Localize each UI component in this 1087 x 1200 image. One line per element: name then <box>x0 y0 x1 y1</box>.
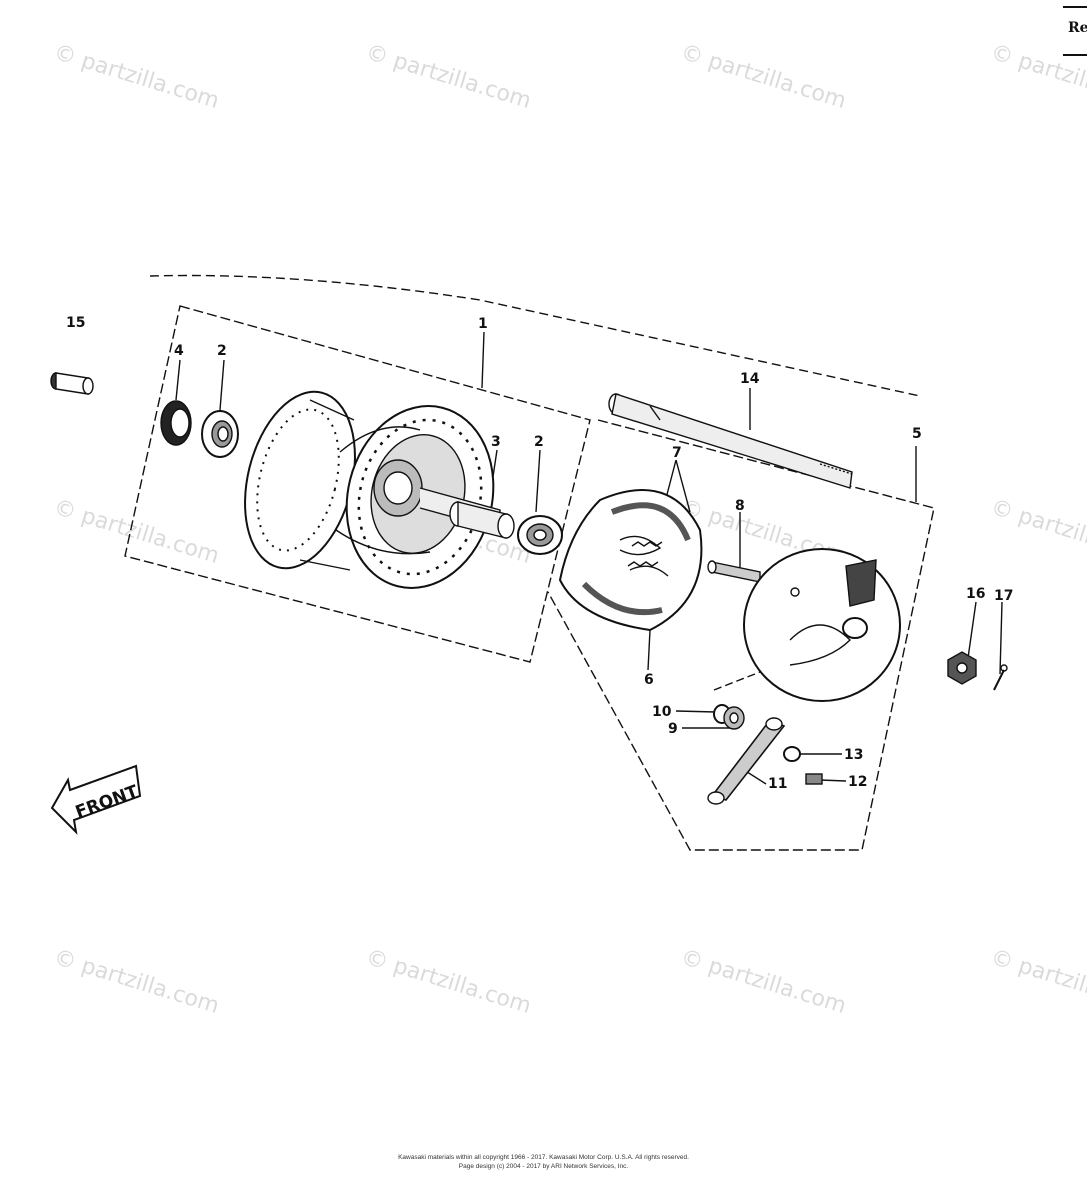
axle-centerline <box>713 671 761 691</box>
callout-label: 11 <box>768 776 787 792</box>
callout-label: 5 <box>912 426 922 442</box>
spacer-collar-part-15 <box>50 372 94 395</box>
copyright-line-1: Kawasaki materials within all copyright … <box>398 1154 689 1161</box>
hub-assembly-frame <box>124 305 591 663</box>
bolt-part-12 <box>805 773 823 785</box>
corner-tab-line-bottom <box>1063 54 1087 56</box>
callout-label: 17 <box>994 588 1013 604</box>
wheel-hub-part-1 <box>244 390 501 589</box>
callout-label: 13 <box>844 747 863 763</box>
leader-line-1 <box>481 331 485 389</box>
leader-line-2b <box>535 449 541 513</box>
callout-label: 1 <box>478 316 488 332</box>
axle-nut-part-16 <box>947 651 977 685</box>
return-spring-part-7 <box>627 541 663 567</box>
callout-label: 9 <box>668 721 678 737</box>
leader-line-6 <box>647 629 651 671</box>
callout-label: 14 <box>740 371 760 387</box>
bearing-part-2-left <box>201 410 239 458</box>
leader-line-10 <box>675 710 717 713</box>
leader-line-7b <box>675 459 691 513</box>
callout-label: 16 <box>966 586 985 602</box>
copyright-footer: Kawasaki materials within all copyright … <box>0 1153 1087 1171</box>
callout-label: 2 <box>217 343 227 359</box>
grommet-part-9-10 <box>713 704 745 730</box>
oil-seal-part-4 <box>160 400 192 446</box>
callout-label: 2 <box>534 434 544 450</box>
leader-line-4 <box>175 359 181 401</box>
assembly-boundary-line <box>149 274 921 397</box>
leader-line-16 <box>967 601 977 659</box>
washer-part-13 <box>783 746 801 762</box>
brake-panel-part-5 <box>743 548 901 702</box>
brake-camshaft-part-8 <box>707 560 761 583</box>
brake-cam-lever-part-11 <box>707 717 786 805</box>
copyright-line-2: Page design (c) 2004 - 2017 by ARI Netwo… <box>458 1163 629 1170</box>
leader-line-2a <box>219 359 225 411</box>
axle-shaft-part-14 <box>608 393 853 489</box>
leader-line-17 <box>999 601 1003 675</box>
callout-label: 10 <box>652 704 672 720</box>
callout-label: 4 <box>174 343 184 359</box>
brake-shoe-assembly-part-6 <box>558 489 703 632</box>
callout-label: 7 <box>672 445 682 461</box>
bearing-part-2-right <box>517 515 563 555</box>
corner-tab-line-top <box>1063 6 1087 8</box>
front-direction-arrow <box>50 764 142 835</box>
callout-label: 8 <box>735 498 745 514</box>
callout-label: 12 <box>848 774 867 790</box>
callout-label: 3 <box>491 434 501 450</box>
callout-label: 15 <box>66 315 85 331</box>
axle-spacer-part-3 <box>449 501 515 539</box>
cotter-pin-part-17 <box>993 664 1008 691</box>
corner-tab-text: Re <box>1068 20 1087 36</box>
leader-line-12 <box>819 779 847 782</box>
callout-label: 6 <box>644 672 654 688</box>
